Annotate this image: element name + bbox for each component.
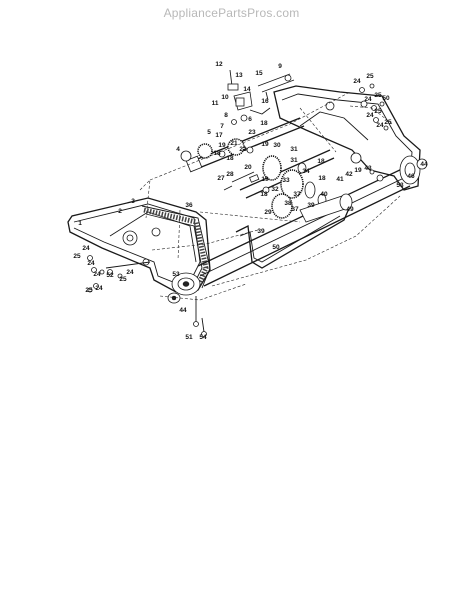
part-callout-38: 38 xyxy=(284,200,292,207)
right-frame-housing xyxy=(273,85,428,191)
part-callout-37: 37 xyxy=(291,206,299,213)
part-callout-3: 3 xyxy=(131,198,135,205)
part-callout-18: 18 xyxy=(318,175,326,182)
part-callout-4: 4 xyxy=(176,146,180,153)
part-callout-24: 24 xyxy=(93,271,101,278)
part-callout-18: 18 xyxy=(226,155,234,162)
part-callout-25: 25 xyxy=(384,119,392,126)
part-callout-24: 24 xyxy=(376,122,384,129)
part-callout-9: 9 xyxy=(278,63,282,70)
part-callout-10: 10 xyxy=(221,94,229,101)
part-callout-1: 1 xyxy=(78,220,82,227)
part-callout-25: 25 xyxy=(366,73,374,80)
part-callout-25: 25 xyxy=(85,287,93,294)
part-callout-16: 16 xyxy=(261,98,269,105)
part-callout-42: 42 xyxy=(345,171,353,178)
part-callout-36: 36 xyxy=(185,202,193,209)
part-callout-49: 49 xyxy=(346,206,354,213)
part-callout-54: 54 xyxy=(199,334,207,341)
part-callout-33: 33 xyxy=(282,177,290,184)
part-callout-27: 27 xyxy=(217,175,225,182)
part-callout-24: 24 xyxy=(364,96,372,103)
right-fasteners xyxy=(359,83,389,131)
part-callout-51: 51 xyxy=(185,334,193,341)
part-callout-25: 25 xyxy=(73,253,81,260)
part-callout-50: 50 xyxy=(382,95,390,102)
part-callout-8: 8 xyxy=(224,112,228,119)
part-callout-24: 24 xyxy=(353,78,361,85)
part-callout-24: 24 xyxy=(366,112,374,119)
part-callout-13: 13 xyxy=(235,72,243,79)
watermark: AppliancePartsPros.com xyxy=(163,6,300,20)
part-callout-39: 39 xyxy=(307,202,315,209)
part-callout-18: 18 xyxy=(317,158,325,165)
part-callout-24: 24 xyxy=(87,260,95,267)
left-drive-chain xyxy=(141,205,211,289)
part-callout-31: 31 xyxy=(290,157,298,164)
part-callout-25: 25 xyxy=(119,276,127,283)
center-shaft xyxy=(180,117,305,173)
part-callout-19: 19 xyxy=(261,141,269,148)
part-callout-23: 23 xyxy=(248,129,256,136)
part-callout-18: 18 xyxy=(260,191,268,198)
part-callout-18: 18 xyxy=(260,120,268,127)
part-callout-44: 44 xyxy=(179,307,187,314)
part-callout-34: 34 xyxy=(302,168,310,175)
part-callout-17: 17 xyxy=(215,132,223,139)
part-callout-5: 5 xyxy=(207,129,211,136)
part-callout-53: 53 xyxy=(396,182,404,189)
gear-cluster xyxy=(223,149,353,223)
part-callout-25: 25 xyxy=(374,92,382,99)
part-callout-19: 19 xyxy=(261,176,269,183)
part-callout-24: 24 xyxy=(95,285,103,292)
centerlines xyxy=(139,91,401,301)
part-callout-25: 25 xyxy=(374,108,382,115)
part-callout-41: 41 xyxy=(336,176,344,183)
part-callout-24: 24 xyxy=(82,245,90,252)
part-callout-37: 37 xyxy=(293,191,301,198)
part-callout-18: 18 xyxy=(213,150,221,157)
left-fasteners xyxy=(87,255,151,293)
left-hub-assembly xyxy=(167,272,207,337)
part-callout-19: 19 xyxy=(218,142,226,149)
part-callout-2: 2 xyxy=(118,208,122,215)
part-callout-29: 29 xyxy=(264,209,272,216)
part-callout-46: 46 xyxy=(407,173,415,180)
part-callout-20: 20 xyxy=(244,164,252,171)
part-callout-6: 6 xyxy=(248,116,252,123)
part-callout-50: 50 xyxy=(272,244,280,251)
part-callout-12: 12 xyxy=(215,61,223,68)
part-callout-39: 39 xyxy=(257,228,265,235)
part-callout-44: 44 xyxy=(420,161,428,168)
part-callout-14: 14 xyxy=(243,86,251,93)
part-callout-31: 31 xyxy=(290,146,298,153)
part-callout-24: 24 xyxy=(126,269,134,276)
part-callout-40: 40 xyxy=(320,191,328,198)
part-callout-19: 19 xyxy=(354,167,362,174)
cross-tube xyxy=(197,167,411,287)
part-callout-15: 15 xyxy=(255,70,263,77)
part-callout-52: 52 xyxy=(106,272,114,279)
part-callout-53: 53 xyxy=(172,271,180,278)
part-callout-32: 32 xyxy=(271,186,279,193)
part-callout-28: 28 xyxy=(226,171,234,178)
drive-belt xyxy=(235,205,351,269)
part-callout-11: 11 xyxy=(212,100,219,107)
part-callout-22: 22 xyxy=(239,146,247,153)
part-callout-21: 21 xyxy=(230,140,238,147)
part-callout-7: 7 xyxy=(220,123,224,130)
shift-lever-assembly xyxy=(227,69,295,125)
part-callout-30: 30 xyxy=(273,142,281,149)
part-callout-43: 43 xyxy=(364,165,372,172)
